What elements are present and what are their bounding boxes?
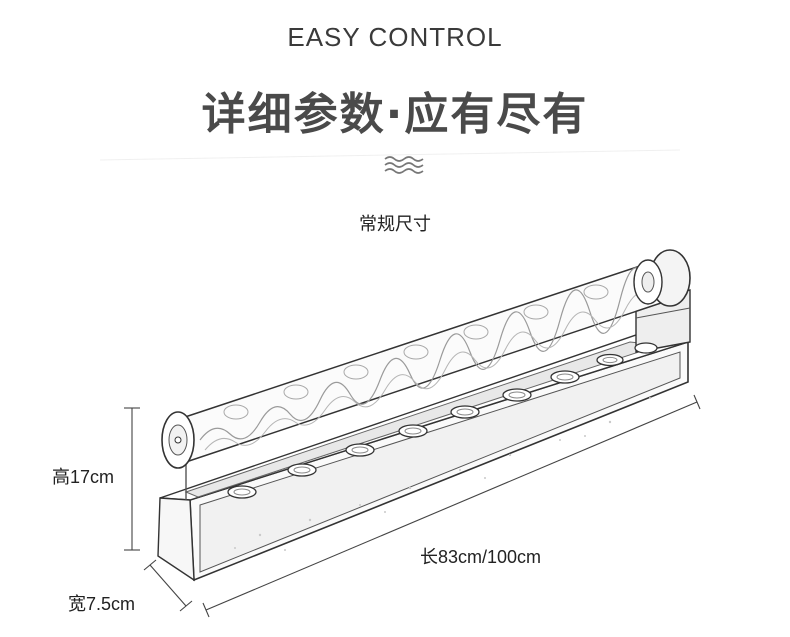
nozzle-row bbox=[227, 342, 658, 499]
acrylic-tube bbox=[161, 249, 691, 469]
wave-icon bbox=[384, 156, 424, 174]
subtitle-en: EASY CONTROL bbox=[287, 22, 503, 52]
height-dimension-label: 高17cm bbox=[52, 467, 115, 487]
width-dimension-label: 宽7.5cm bbox=[68, 594, 136, 614]
length-dimension-label: 长83cm/100cm bbox=[420, 547, 542, 567]
page-title: 详细参数·应有尽有 bbox=[201, 89, 589, 140]
trough-body bbox=[157, 289, 691, 582]
section-label: 常规尺寸 bbox=[359, 214, 431, 235]
dimension-lines bbox=[124, 394, 701, 618]
